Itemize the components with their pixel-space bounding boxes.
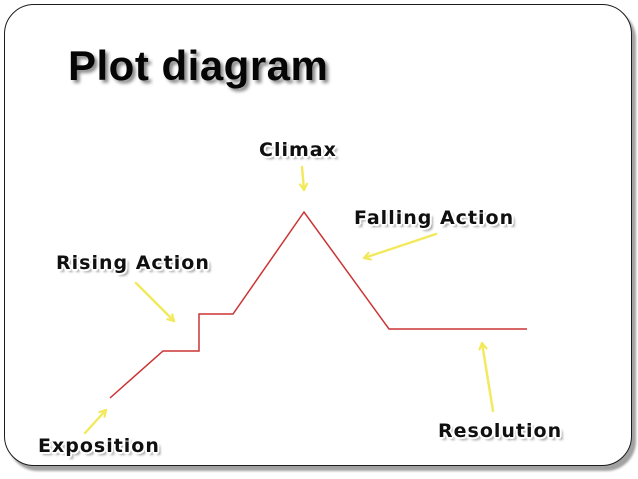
slide-frame — [4, 4, 632, 466]
climax-arrow — [302, 165, 304, 192]
exposition-label: Exposition — [38, 435, 160, 457]
rising-action-arrow — [134, 281, 176, 323]
rising-action-label: Rising Action — [56, 252, 210, 274]
resolution-arrow — [482, 341, 495, 413]
falling-action-label: Falling Action — [354, 207, 515, 229]
resolution-label: Resolution — [438, 420, 563, 442]
exposition-arrow — [83, 408, 108, 435]
climax-label: Climax — [259, 139, 337, 161]
falling-action-arrow — [362, 232, 438, 258]
story-arc-line — [109, 210, 527, 399]
slide-title: Plot diagram — [68, 42, 329, 89]
